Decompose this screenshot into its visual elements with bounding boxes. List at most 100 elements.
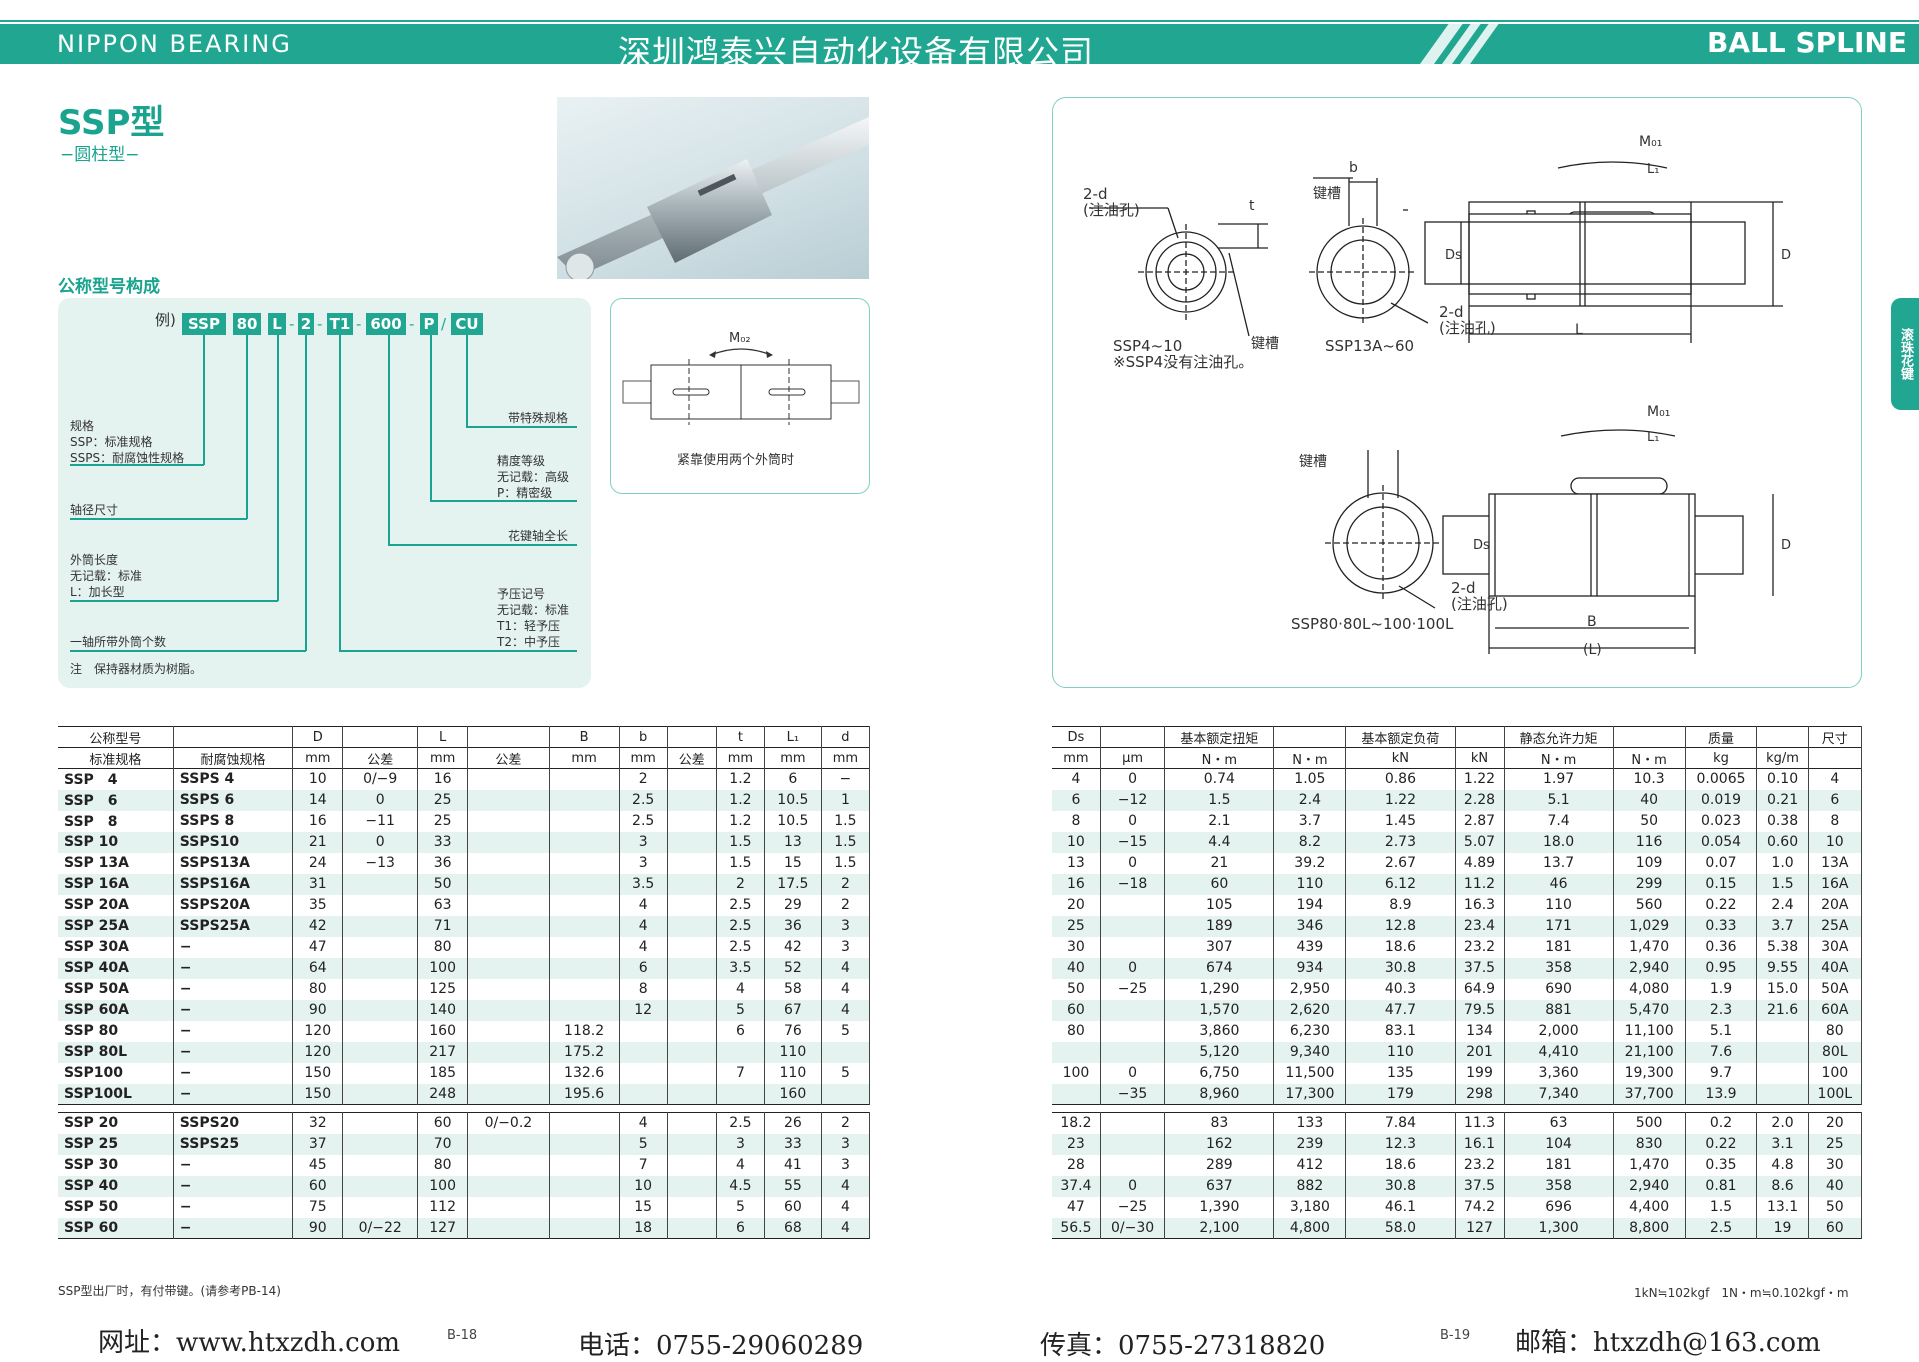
- table-header-cell: kg: [1685, 747, 1758, 769]
- table-cell: 25A: [1808, 915, 1863, 937]
- table-cell: [549, 915, 620, 937]
- table-cell: [821, 1083, 871, 1105]
- table-cell: 239: [1273, 1133, 1347, 1155]
- table-cell: 64: [292, 957, 344, 979]
- table-cell: 56.5: [1052, 1217, 1101, 1239]
- table-cell: 181: [1504, 1154, 1614, 1176]
- table-cell: 18: [619, 1217, 668, 1239]
- table-cell: 58.0: [1345, 1217, 1456, 1239]
- table-cell: 179: [1345, 1083, 1456, 1105]
- table-cell: 8.9: [1345, 894, 1456, 916]
- section-side-tab[interactable]: 滚珠花键: [1891, 298, 1919, 410]
- table-cell: 307: [1164, 936, 1275, 958]
- table-cell: 8: [1808, 810, 1863, 832]
- leader-line: [203, 335, 205, 465]
- table-cell: [1100, 1154, 1166, 1176]
- table-cell: 17.5: [764, 873, 822, 895]
- table-cell: 7.4: [1504, 810, 1614, 832]
- label-ds-top: Ds: [1445, 248, 1462, 263]
- table-cell: −: [821, 768, 871, 790]
- company-name: 深圳鸿泰兴自动化设备有限公司: [618, 33, 1094, 72]
- moment-label: M₀₂: [729, 331, 751, 346]
- table-header-cell: 基本额定负荷: [1345, 726, 1456, 748]
- header-stripes: [1420, 22, 1500, 64]
- table-cell: 46.1: [1345, 1196, 1456, 1218]
- table-cell: 412: [1273, 1154, 1347, 1176]
- table-cell: [467, 1083, 550, 1105]
- table-cell: 2: [821, 894, 871, 916]
- table-cell: 105: [1164, 894, 1275, 916]
- table-cell: [1100, 1133, 1166, 1155]
- table-cell: 134: [1455, 1020, 1505, 1042]
- table-cell: 1.5: [716, 831, 765, 853]
- table-cell: 6: [1808, 789, 1863, 811]
- table-cell: 15: [764, 852, 822, 874]
- table-cell: 3,860: [1164, 1020, 1275, 1042]
- table-cell: [667, 978, 717, 1000]
- table-cell: 33: [417, 831, 469, 853]
- table-cell: [342, 1133, 419, 1155]
- table-cell: [467, 915, 550, 937]
- label-mo1-top: M₀₁: [1639, 134, 1663, 150]
- table-cell: [1052, 1041, 1101, 1063]
- table-cell: 8: [1052, 810, 1101, 832]
- table-cell: 0.07: [1685, 852, 1758, 874]
- table-cell: SSP 40A: [58, 957, 174, 979]
- table-cell: 1.2: [716, 789, 765, 811]
- table-header-cell: 质量: [1685, 726, 1758, 748]
- table-cell: 80: [1808, 1020, 1863, 1042]
- table-cell: 1.9: [1685, 978, 1758, 1000]
- table-header-cell: d: [821, 726, 871, 748]
- table-cell: 881: [1504, 999, 1614, 1021]
- table-cell: 35: [292, 894, 344, 916]
- table-cell: 1.5: [1164, 789, 1275, 811]
- table-cell: 1,300: [1504, 1217, 1614, 1239]
- table-cell: 25: [417, 810, 469, 832]
- table-cell: [549, 999, 620, 1021]
- table-cell: 2: [821, 873, 871, 895]
- table-cell: [467, 789, 550, 811]
- table-cell: 76: [764, 1020, 822, 1042]
- leader-line: [70, 518, 247, 520]
- table-cell: 5.07: [1455, 831, 1505, 853]
- table-cell: [549, 831, 620, 853]
- table-cell: SSPS 4: [173, 768, 294, 790]
- table-cell: 8.6: [1756, 1175, 1809, 1197]
- table-cell: 8,960: [1164, 1083, 1275, 1105]
- table-cell: [667, 1112, 717, 1134]
- table-cell: 181: [1504, 936, 1614, 958]
- table-cell: SSP 50A: [58, 978, 174, 1000]
- table-cell: [1100, 936, 1166, 958]
- table-cell: 13: [764, 831, 822, 853]
- table-cell: 60: [292, 1175, 344, 1197]
- table-cell: 11.3: [1455, 1112, 1505, 1134]
- table-cell: 171: [1504, 915, 1614, 937]
- table-header-cell: 公差: [342, 747, 419, 769]
- table-cell: 10: [292, 768, 344, 790]
- table-cell: 18.0: [1504, 831, 1614, 853]
- code-dash: -: [409, 315, 415, 333]
- table-cell: 4: [619, 894, 668, 916]
- table-cell: [467, 1154, 550, 1176]
- table-cell: 118.2: [549, 1020, 620, 1042]
- leader-line: [466, 426, 577, 428]
- table-cell: 40.3: [1345, 978, 1456, 1000]
- code-chip-t1: T1: [327, 313, 353, 335]
- page-number-left: B-18: [447, 1328, 478, 1343]
- table-cell: [467, 1062, 550, 1084]
- table-cell: SSPS20: [173, 1112, 294, 1134]
- table-cell: 4.89: [1455, 852, 1505, 874]
- code-dash: -: [289, 315, 295, 333]
